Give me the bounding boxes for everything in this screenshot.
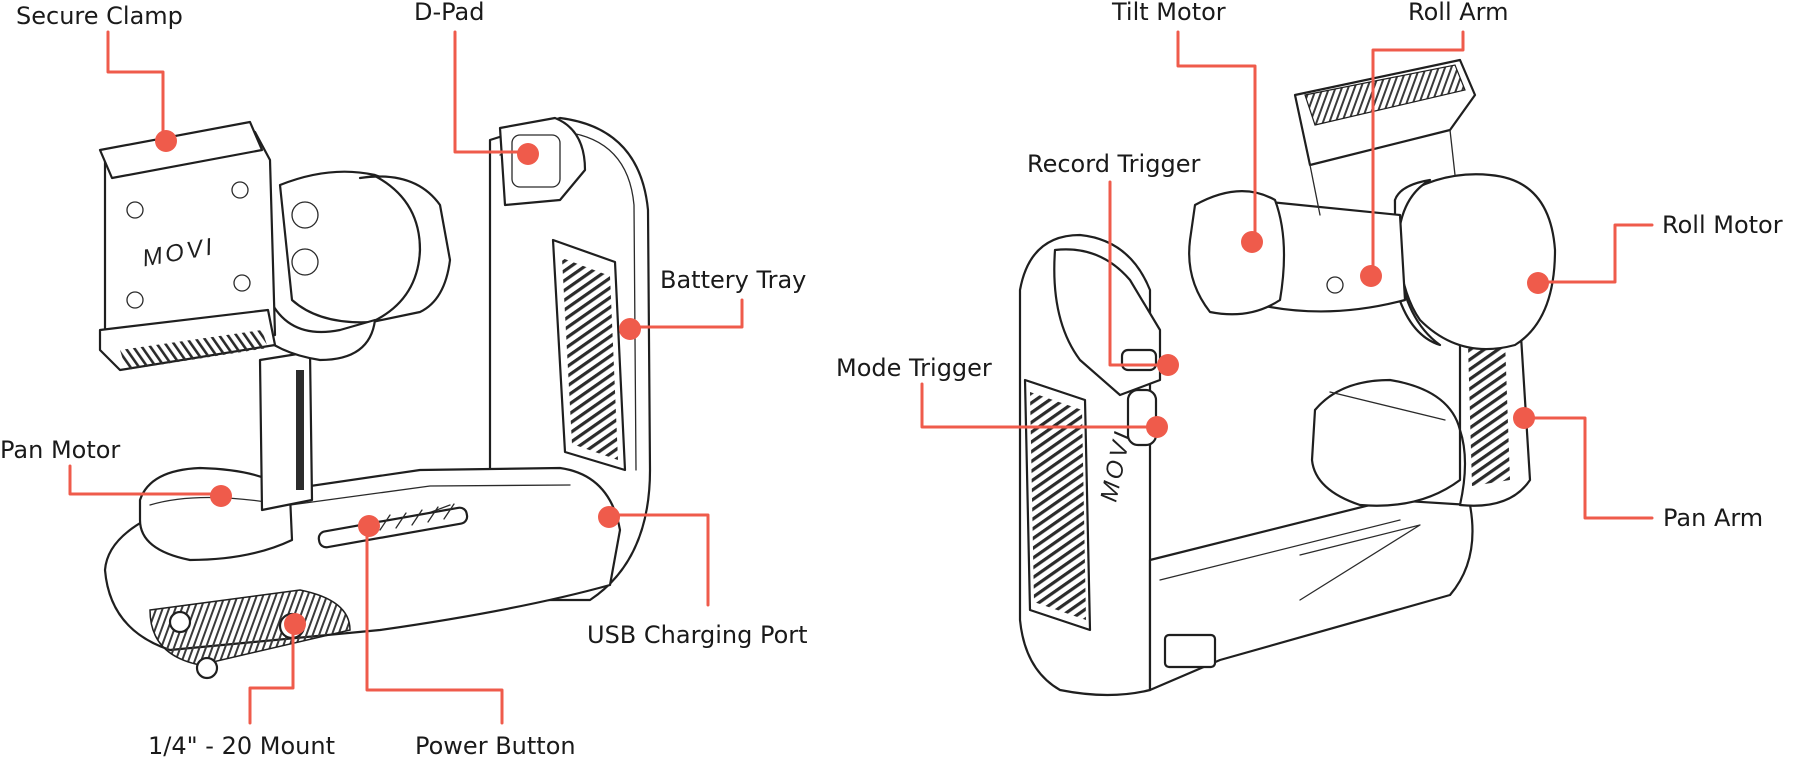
power-button-dot <box>358 515 380 537</box>
leader-roll-arm <box>1371 30 1465 277</box>
label-pan-arm: Pan Arm <box>1663 504 1763 532</box>
callout-dots <box>155 130 1549 635</box>
usb-port-dot <box>598 506 620 528</box>
left-pan-motor <box>138 466 294 562</box>
label-d-pad: D-Pad <box>414 0 484 26</box>
phone-clamp: MOVI <box>98 120 277 372</box>
pan-arm-dot <box>1513 407 1535 429</box>
mount-plate <box>149 589 351 666</box>
leader-usb-port <box>609 513 710 607</box>
roll-motor-dot <box>1527 272 1549 294</box>
battery-tray-dot <box>619 318 641 340</box>
record-trigger-dot <box>1157 354 1179 376</box>
label-pan-motor: Pan Motor <box>0 436 120 464</box>
leader-record-trigger <box>1108 180 1167 367</box>
label-power-button: Power Button <box>415 732 576 760</box>
d-pad-dot <box>517 143 539 165</box>
power-button-slots <box>317 503 469 549</box>
mode-trigger-dot <box>1146 416 1168 438</box>
leader-d-pad <box>453 30 528 154</box>
label-roll-arm: Roll Arm <box>1408 0 1509 26</box>
leader-battery-tray <box>625 298 744 329</box>
right-gimbal-illustration: MOVI <box>1018 58 1557 697</box>
leader-mode-trigger <box>920 382 1159 429</box>
left-gimbal-illustration: MOVI <box>98 116 652 680</box>
roll-motor-shape <box>1393 173 1557 351</box>
leader-mount <box>248 622 295 725</box>
right-tilt-motor <box>1188 190 1286 316</box>
leader-roll-motor <box>1538 223 1654 284</box>
callout-leaders <box>68 30 1654 725</box>
roll-arm-dot <box>1360 265 1382 287</box>
leader-power-button <box>365 524 504 725</box>
leader-secure-clamp <box>106 30 165 141</box>
label-mount: 1/4" - 20 Mount <box>148 732 335 760</box>
label-mode-trigger: Mode Trigger <box>836 354 992 382</box>
label-usb-charging-port: USB Charging Port <box>587 621 808 649</box>
pan-motor-dot <box>210 485 232 507</box>
right-pan-motor <box>1310 378 1462 507</box>
leader-tilt-motor <box>1176 30 1257 244</box>
label-secure-clamp: Secure Clamp <box>16 2 183 30</box>
leader-pan-arm <box>1524 416 1654 520</box>
label-battery-tray: Battery Tray <box>660 266 806 294</box>
label-record-trigger: Record Trigger <box>1027 150 1200 178</box>
mount-dot <box>284 613 306 635</box>
leader-pan-motor <box>68 464 220 496</box>
tilt-motor-dot <box>1241 231 1263 253</box>
secure-clamp-dot <box>155 130 177 152</box>
label-tilt-motor: Tilt Motor <box>1111 0 1226 26</box>
label-roll-motor: Roll Motor <box>1662 211 1783 239</box>
